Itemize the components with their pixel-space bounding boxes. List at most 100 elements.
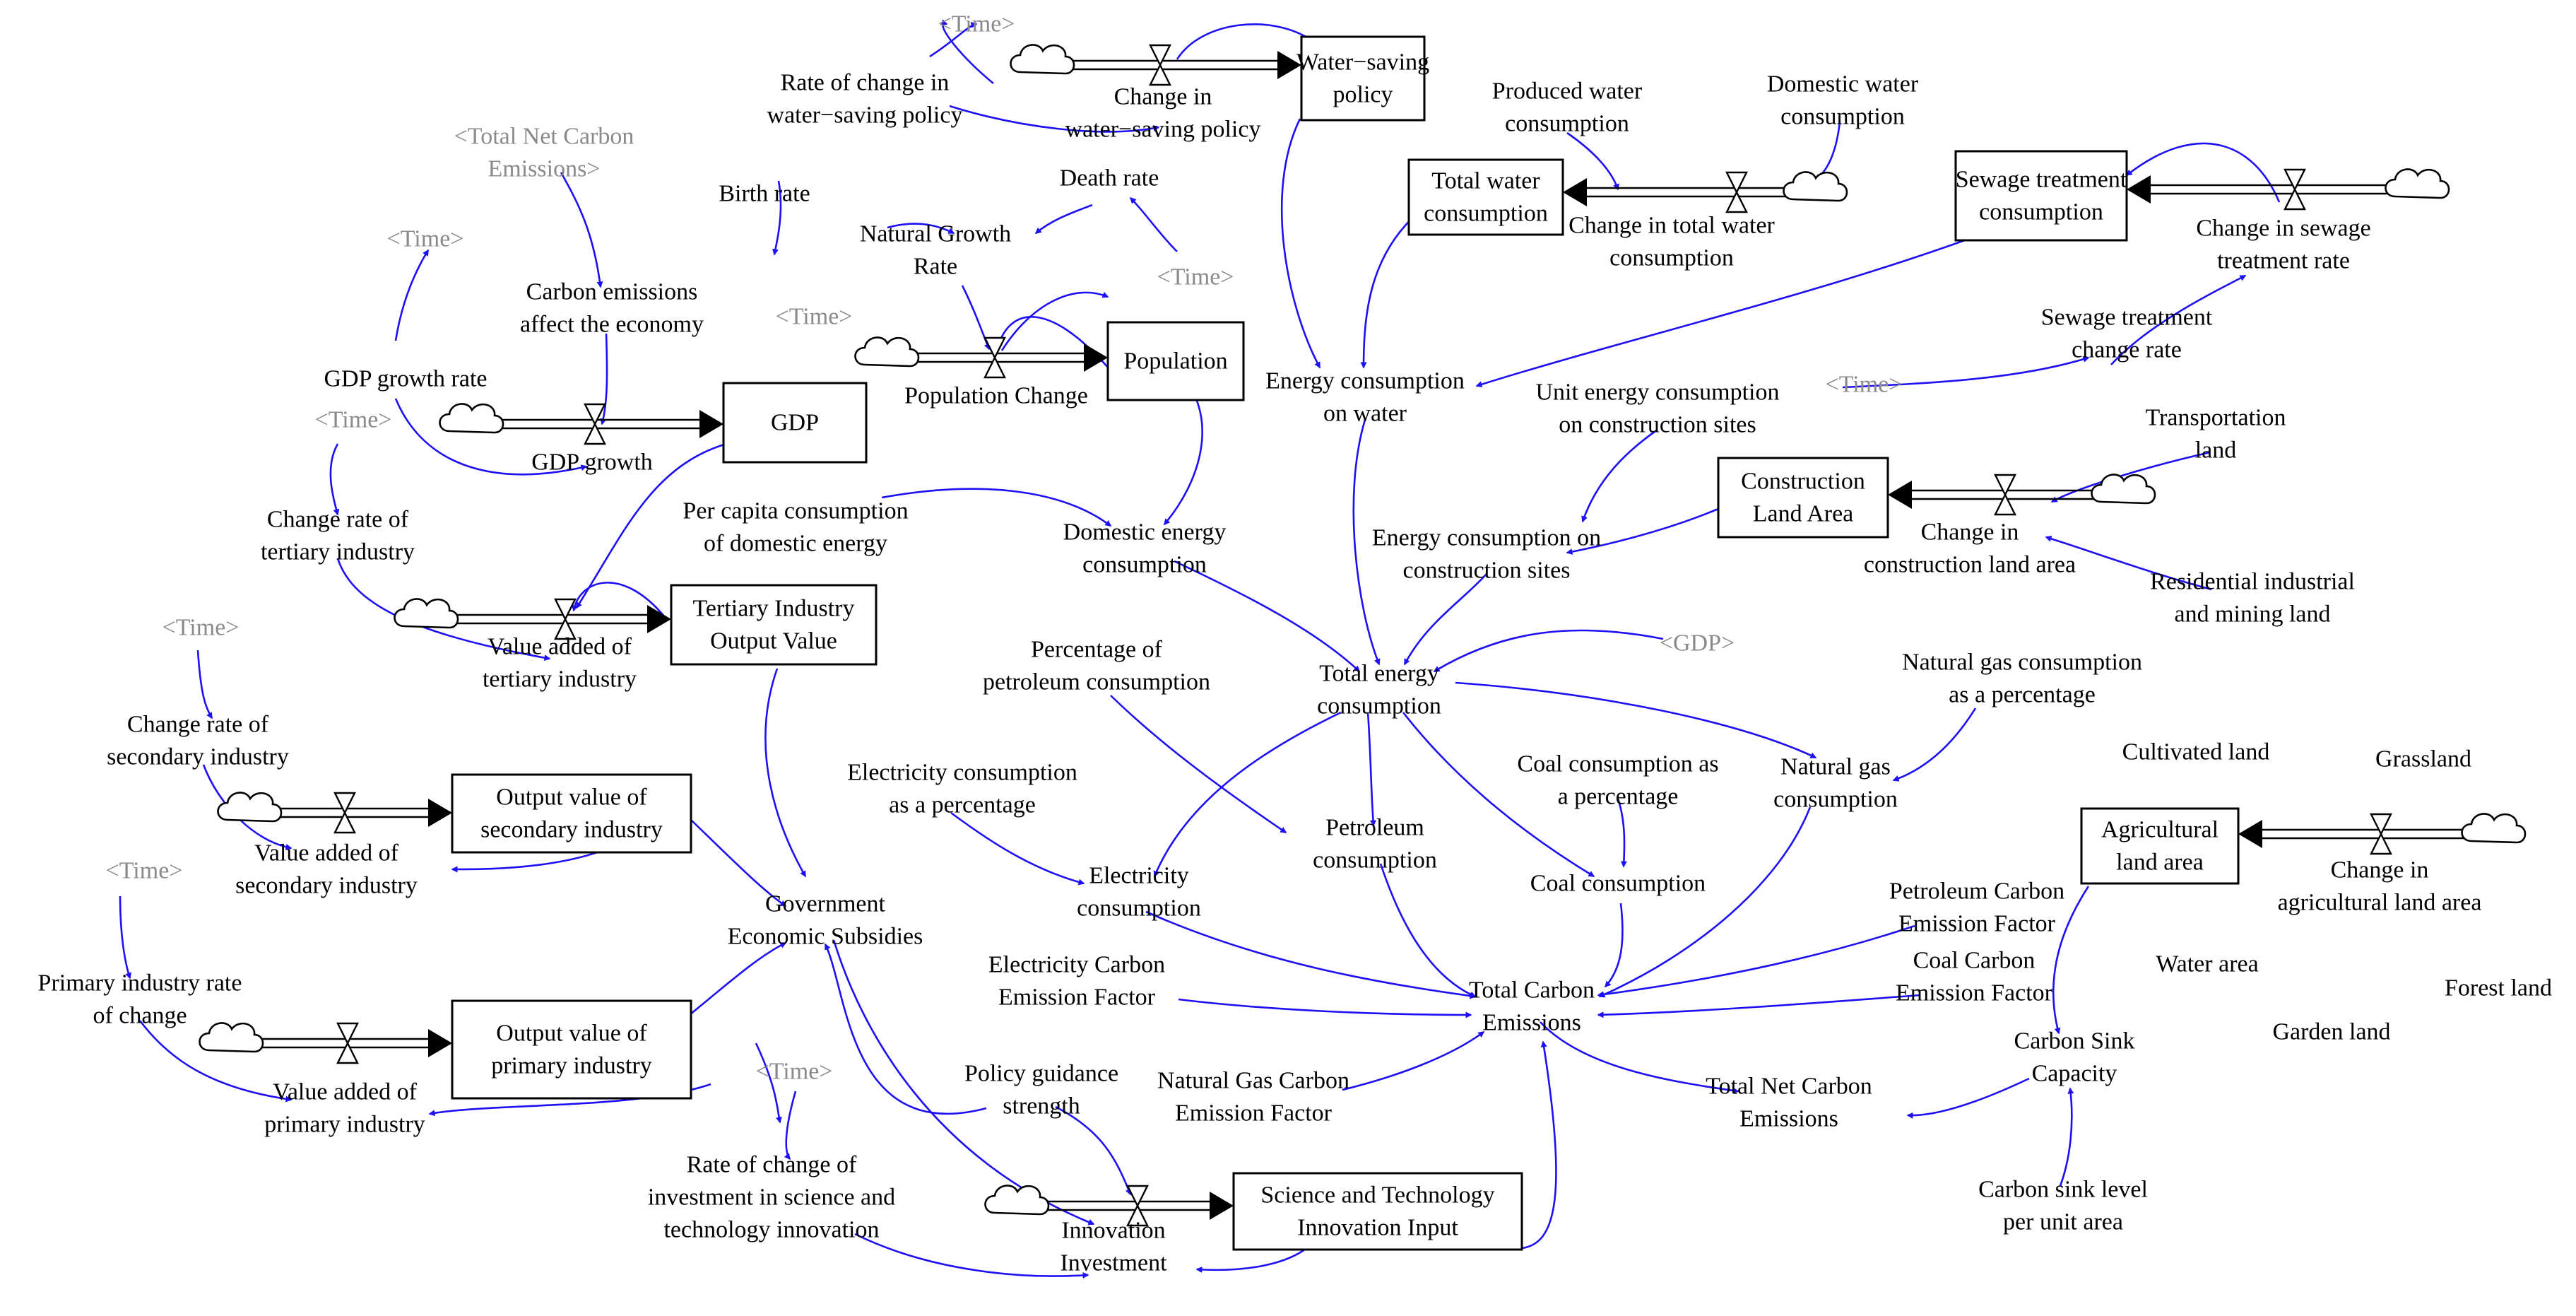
causal-link-27	[1402, 712, 1595, 878]
flow-arrowhead	[428, 1029, 452, 1057]
svg-text:Rate of change in: Rate of change in	[781, 70, 950, 96]
causal-link-23	[881, 488, 1112, 527]
flow-arrowhead	[2127, 175, 2151, 204]
svg-text:of domestic energy: of domestic energy	[704, 531, 887, 557]
svg-text:Value added of: Value added of	[488, 634, 632, 660]
flow-label-gdp-growth: GDP growth	[531, 450, 653, 476]
svg-text:Output value of: Output value of	[496, 1021, 647, 1047]
flow-arrowhead	[428, 799, 452, 827]
causal-link-14	[1566, 507, 1719, 555]
svg-text:Population: Population	[1123, 348, 1227, 375]
svg-text:Carbon sink level: Carbon sink level	[1978, 1177, 2148, 1203]
svg-text:petroleum consumption: petroleum consumption	[983, 669, 1210, 695]
svg-text:Output Value: Output Value	[710, 628, 837, 654]
causal-link-37	[1597, 994, 1921, 1018]
flow-valve-icon	[2283, 168, 2306, 211]
svg-text:Birth rate: Birth rate	[719, 181, 810, 207]
svg-text:<Time>: <Time>	[163, 615, 240, 641]
svg-text:water−saving policy: water−saving policy	[1065, 117, 1261, 143]
svg-text:and mining land: and mining land	[2175, 601, 2331, 628]
svg-text:Natural gas consumption: Natural gas consumption	[1902, 650, 2142, 676]
svg-text:Innovation: Innovation	[1061, 1218, 1165, 1244]
svg-text:Residential industrial: Residential industrial	[2150, 569, 2355, 595]
svg-text:consumption: consumption	[1505, 111, 1629, 137]
source-cloud-icon	[1010, 44, 1075, 75]
causal-link-40	[1540, 1021, 1739, 1094]
svg-text:Forest land: Forest land	[2445, 975, 2552, 1001]
svg-text:Change in sewage: Change in sewage	[2196, 216, 2370, 242]
stock-output-value-secondary: Output value of secondary industry	[451, 773, 692, 854]
causal-link-72	[138, 1020, 293, 1103]
flow-valve-icon	[2370, 813, 2392, 855]
causal-link-33	[1145, 910, 1477, 999]
variable-natural-gas-pct: Natural gas consumption as a percentage	[1902, 650, 2142, 708]
svg-text:tertiary industry: tertiary industry	[261, 539, 415, 565]
variable-garden-land: Garden land	[2272, 1019, 2390, 1045]
svg-text:Electricity: Electricity	[1089, 863, 1189, 889]
flow-arrowhead	[1277, 51, 1301, 79]
svg-text:consumption: consumption	[1609, 245, 1734, 271]
svg-text:primary industry: primary industry	[491, 1053, 652, 1079]
causal-link-8	[1360, 211, 1419, 369]
svg-text:Change in: Change in	[1921, 519, 2019, 546]
causal-link-16	[2045, 535, 2212, 591]
stock-output-value-primary: Output value of primary industry	[451, 999, 692, 1100]
svg-text:Natural gas: Natural gas	[1780, 754, 1891, 780]
svg-text:Total water: Total water	[1431, 168, 1540, 194]
svg-text:primary industry: primary industry	[264, 1112, 425, 1138]
svg-text:Investment: Investment	[1060, 1250, 1167, 1276]
svg-text:Domestic water: Domestic water	[1767, 71, 1919, 98]
flow-pipes	[199, 44, 2527, 1227]
causal-link-60	[772, 180, 782, 256]
svg-text:Cultivated land: Cultivated land	[2122, 739, 2270, 765]
flow-valve-icon	[584, 403, 606, 445]
causal-link-11	[1842, 356, 2090, 389]
causal-link-13	[1581, 428, 1658, 523]
svg-text:Economic Subsidies: Economic Subsidies	[728, 924, 923, 950]
source-cloud-icon	[394, 598, 459, 629]
causal-link-52	[571, 582, 665, 617]
source-cloud-icon	[199, 1022, 264, 1053]
svg-text:consumption: consumption	[1313, 847, 1437, 874]
causal-link-32	[1379, 863, 1477, 998]
svg-text:<Time>: <Time>	[1157, 264, 1234, 290]
svg-text:consumption: consumption	[1979, 199, 2103, 225]
svg-text:Emissions: Emissions	[1482, 1010, 1581, 1036]
svg-text:secondary industry: secondary industry	[480, 817, 663, 843]
svg-text:Agricultural: Agricultural	[2101, 817, 2218, 843]
flow-valve-icon	[1126, 1185, 1149, 1227]
svg-text:construction land area: construction land area	[1864, 552, 2076, 578]
svg-text:as a percentage: as a percentage	[1949, 682, 2096, 708]
svg-text:Rate of change of: Rate of change of	[687, 1152, 857, 1178]
flow-valve-icon	[333, 792, 356, 834]
causal-link-42	[1906, 1077, 2030, 1119]
shadow-time-7: <Time>	[163, 615, 240, 641]
causal-link-25	[1153, 711, 1342, 878]
flow-valve-icon	[1725, 171, 1748, 213]
svg-text:Tertiary Industry: Tertiary Industry	[693, 596, 855, 622]
causal-link-62	[1129, 196, 1178, 252]
causal-link-46	[764, 668, 807, 878]
causal-link-17	[1521, 1040, 1557, 1250]
svg-text:Output value of: Output value of	[496, 785, 647, 811]
causal-link-4	[1176, 23, 1314, 60]
svg-text:<Total Net Carbon: <Total Net Carbon	[454, 124, 634, 150]
svg-text:consumption: consumption	[1424, 201, 1548, 227]
causal-link-73	[119, 895, 131, 980]
causal-link-24	[1110, 695, 1287, 834]
